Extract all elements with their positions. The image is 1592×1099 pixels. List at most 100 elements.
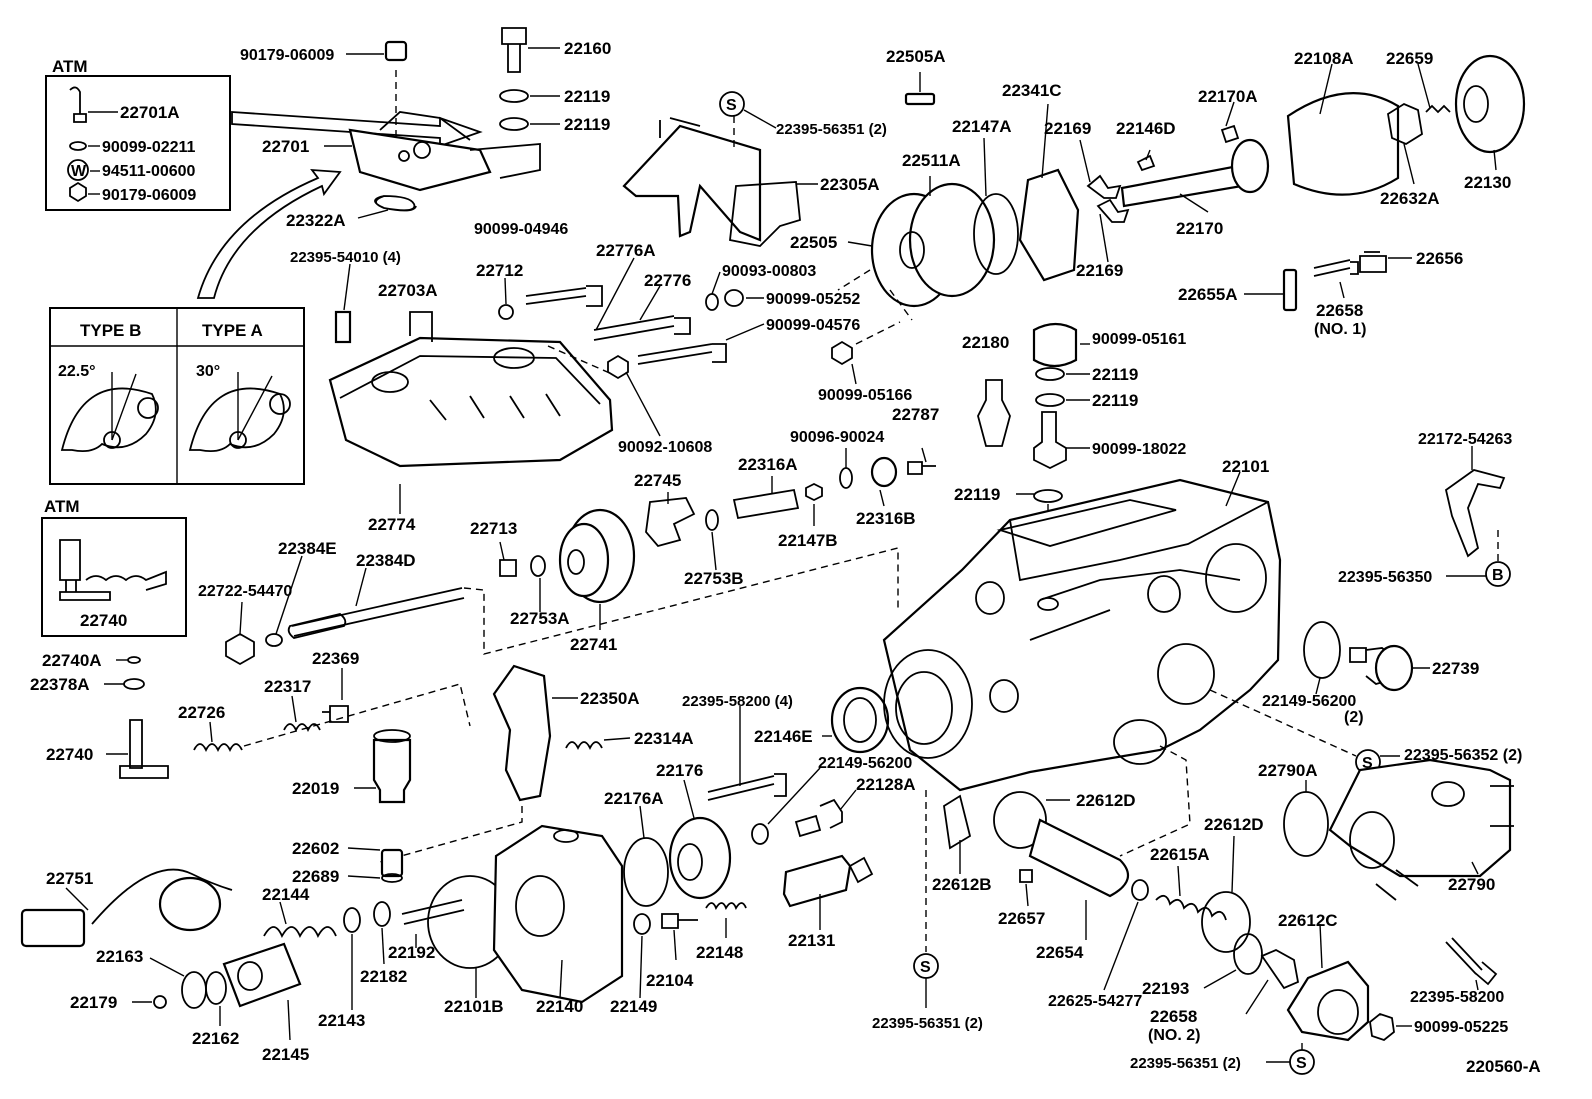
atm-bottom-sensor (59, 539, 111, 601)
type-inset: TYPE B TYPE A 22.5° 30° (49, 307, 305, 485)
sensor-22019 (372, 738, 412, 804)
part-label: 22176 (656, 761, 703, 780)
part-label: 22739 (1432, 659, 1479, 678)
part-label: 22787 (892, 405, 939, 424)
pump-head-22140 (492, 824, 624, 1004)
part-label: 22119 (564, 115, 610, 134)
part-label: 22119 (1092, 391, 1138, 410)
wire-22751 (91, 868, 233, 925)
nut-90099-05225 (1369, 1012, 1395, 1042)
part-label: 22384E (278, 539, 337, 558)
part-label: 22101 (1222, 457, 1269, 476)
screw-22505A (904, 92, 936, 106)
o-ring-22193 (1233, 933, 1263, 975)
part-label: 22712 (476, 261, 523, 280)
part-label: 22505A (886, 47, 946, 66)
part-label: 90179-06009 (240, 47, 334, 64)
part-label: 22163 (96, 947, 143, 966)
atm-bottom-inset: ATM 22740 (41, 497, 187, 637)
part-label: 22108A (1294, 49, 1354, 68)
part-label: 22713 (470, 519, 517, 538)
s-circle-letter: S (920, 959, 931, 976)
part-label: 22395-58200 (4) (682, 693, 793, 710)
part-label: 90099-05161 (1092, 331, 1186, 348)
spring-22314A (565, 741, 603, 751)
part-label: 22751 (46, 869, 93, 888)
part-label: 22172-54263 (1418, 431, 1512, 448)
part-labels: 90179-06009 22160 22119 22119 22701 2232… (30, 39, 1541, 1076)
spring-22322A (374, 195, 417, 212)
part-label: 22654 (1036, 943, 1084, 962)
o-ring-22790A (1283, 791, 1329, 857)
bracket-22305A (622, 124, 762, 242)
part-label: 22322A (286, 211, 346, 230)
plug-22369 (322, 705, 349, 723)
atm-w-letter: W (71, 163, 87, 180)
valve-holder-90099-18022 (1033, 411, 1067, 470)
fitting-22128A (794, 798, 843, 838)
part-label: 22753B (684, 569, 744, 588)
part-label: 22384D (356, 551, 416, 570)
atm-top-frame (45, 75, 231, 211)
part-label: 22119 (564, 87, 610, 106)
arrow-to-lever (231, 111, 483, 148)
cover-22612C (1286, 960, 1370, 1042)
part-label: 22104 (646, 971, 694, 990)
part-label: 22182 (360, 967, 407, 986)
part-label: 22612B (932, 875, 992, 894)
bolt-22395-58200 (707, 773, 787, 801)
part-label: 22656 (1416, 249, 1463, 268)
part-label: 22314A (634, 729, 694, 748)
part-label: 22632A (1380, 189, 1440, 208)
part-label: 22131 (788, 931, 835, 950)
o-ring-22612D-b (1201, 891, 1251, 953)
part-label: 90099-05225 (1414, 1019, 1508, 1036)
part-label: 22658 (1316, 301, 1363, 320)
spring-22615A (1155, 894, 1227, 921)
part-label: 22655A (1178, 285, 1238, 304)
part-label: 22170A (1198, 87, 1258, 106)
part-label: 22612C (1278, 911, 1338, 930)
atm-bottom-frame (41, 517, 187, 637)
part-label: 90099-04576 (766, 317, 860, 334)
part-label: 90099-18022 (1092, 441, 1186, 458)
governor-cover (328, 336, 614, 468)
pump-housing-22101 (882, 478, 1282, 792)
part-label: 22146E (754, 727, 813, 746)
part-label: 22119 (1092, 365, 1138, 384)
part-label: 22148 (696, 943, 743, 962)
nut-22722 (225, 632, 255, 666)
part-label: 22395-56351 (2) (1130, 1055, 1241, 1072)
part-label: 22019 (292, 779, 339, 798)
bolt-22395-58200-b (1445, 937, 1498, 986)
part-label: 22341C (1002, 81, 1062, 100)
sensor-22740 (119, 719, 169, 779)
pulley-22130 (1454, 54, 1526, 154)
part-label: 22128A (856, 775, 916, 794)
atm-top-inset: ATM W 22701A 90099-02211 94511-00600 901… (45, 57, 231, 211)
lever-22745 (645, 497, 696, 548)
feed-pump-22511A (908, 182, 996, 298)
sleeve-22654 (1028, 818, 1130, 898)
spring-22144 (263, 926, 337, 939)
atm-part-label: 22701A (120, 103, 180, 122)
part-label: 22149-56200 (1262, 693, 1356, 710)
part-label: 22774 (368, 515, 416, 534)
gasket-22147A (973, 193, 1019, 275)
part-label: 90099-05166 (818, 387, 912, 404)
part-label: 22378A (30, 675, 90, 694)
type-a-angle: 30° (196, 363, 220, 380)
o-ring-22612D (993, 791, 1047, 849)
atm-sensor-icon (69, 86, 87, 123)
solenoid-22790 (1328, 758, 1512, 878)
bolt-22160 (501, 27, 527, 73)
connector-22751 (20, 908, 86, 948)
part-label: 22147A (952, 117, 1012, 136)
atm-part-label: 90179-06009 (102, 187, 196, 204)
plate-22713 (499, 559, 517, 577)
part-label: 22305A (820, 175, 880, 194)
part-label: 22119 (954, 485, 1000, 504)
b-circle-letter: B (1492, 567, 1504, 584)
part-label: 22149-56200 (818, 755, 912, 772)
